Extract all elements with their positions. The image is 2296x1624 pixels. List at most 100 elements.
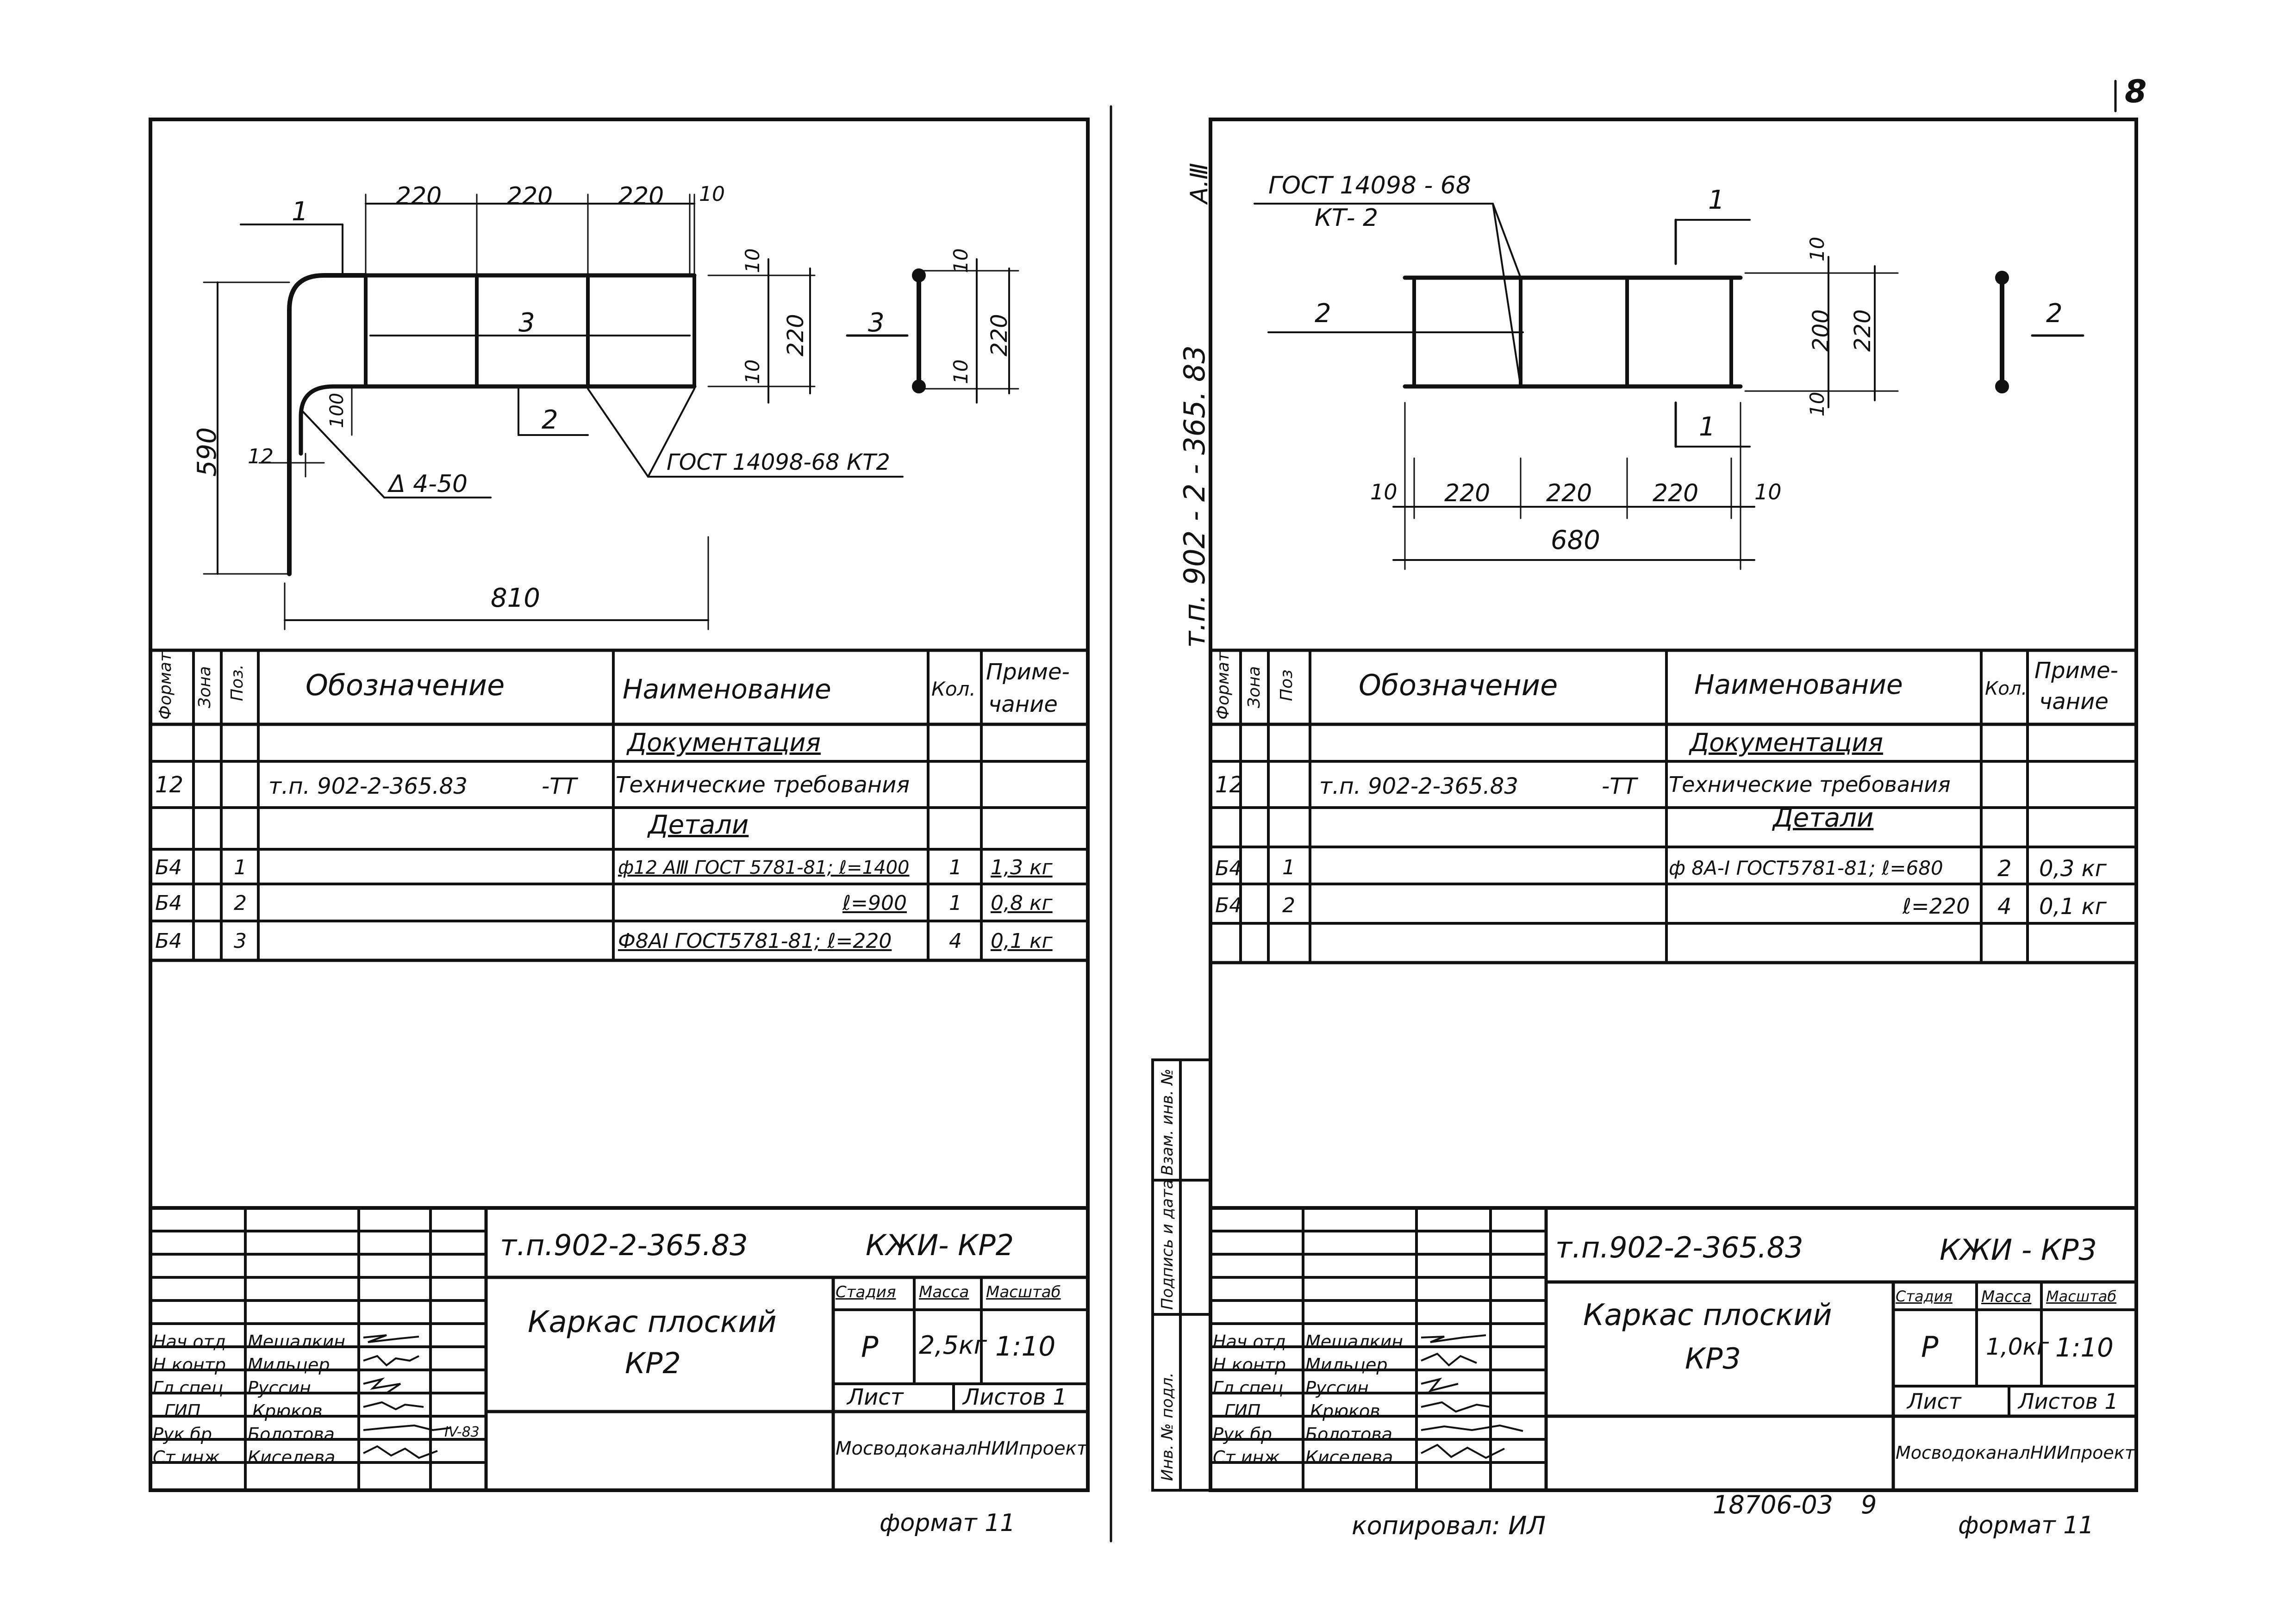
tb-title-2: КР2	[625, 1346, 681, 1380]
tb-role-6: Ст.инж.	[1213, 1447, 1285, 1468]
tb-role-2: Н.контр.	[1213, 1355, 1292, 1375]
row-1-format: 12	[1215, 772, 1244, 798]
row-1-designation: т.п. 902-2-365.83	[268, 773, 468, 799]
tb-org: МосводоканалНИИпроект	[836, 1438, 1088, 1459]
section-parts: Детали	[1773, 803, 1874, 833]
col-designation: Обозначение	[306, 668, 505, 702]
tb-sheets-label: Листов 1	[2018, 1389, 2118, 1414]
tb-code: т.п.902-2-365.83	[1555, 1231, 1803, 1264]
row-4-name: Ф8АI ГОСТ5781-81; ℓ=220	[618, 929, 892, 953]
page-number: 8	[2125, 74, 2147, 110]
pos-label-1-bottom: 1	[1699, 412, 1716, 442]
dim-bottom-220a: 220	[1444, 479, 1491, 507]
tb-name-4: Крюков	[252, 1401, 323, 1421]
row-4-format: Б4	[155, 929, 182, 953]
tb-sheet-label: Лист	[847, 1384, 904, 1410]
col-qty: Кол.	[931, 678, 976, 700]
tb-role-6: Ст.инж.	[153, 1447, 225, 1468]
row-3-note: 0,8 кг	[991, 891, 1053, 915]
weld-standard: ГОСТ 14098-68 КТ2	[667, 449, 890, 475]
tb-role-3: Гл.спец.	[153, 1378, 229, 1398]
dim-right-10a: 10	[1806, 236, 1828, 261]
row-3-note: 0,1 кг	[2039, 894, 2107, 920]
row-3-name: ℓ=900	[842, 891, 907, 915]
dim-100: 100	[326, 392, 348, 428]
weld-symbol: Δ 4-50	[389, 470, 468, 498]
stamp-inv: Инв. № подл.	[1158, 1372, 1177, 1481]
row-3-qty: 1	[949, 891, 962, 915]
dim-right-10b: 10	[741, 359, 764, 384]
tb-sheet-label: Лист	[1907, 1389, 1961, 1414]
tb-name-2: Мильцер	[1305, 1355, 1388, 1375]
row-3-format: Б4	[155, 891, 182, 915]
stamp-sign: Подпись и дата	[1158, 1179, 1177, 1310]
col-note-1: Приме-	[986, 659, 1070, 685]
section-documentation: Документация	[627, 728, 821, 757]
row-4-qty: 4	[949, 929, 962, 953]
dim-right-200: 200	[1808, 309, 1834, 352]
col-name: Наименование	[1694, 669, 1903, 700]
col-format: Формат	[1214, 652, 1233, 720]
tb-role-4: ГИП	[164, 1401, 201, 1421]
section-documentation: Документация	[1690, 728, 1883, 757]
tb-name-6: Киселева	[248, 1447, 336, 1468]
dim-top-3: 220	[618, 182, 664, 210]
row-2-pos: 1	[1282, 856, 1295, 879]
dim-bottom-220b: 220	[1546, 479, 1592, 507]
tb-name-3: Руссин	[248, 1378, 311, 1398]
dim-top-1: 220	[396, 182, 442, 210]
row-3-pos: 2	[1282, 894, 1295, 917]
col-designation: Обозначение	[1359, 668, 1558, 702]
row-4-note: 0,1 кг	[991, 929, 1053, 953]
section-label-3: 3	[868, 308, 885, 338]
pos-label-1-top: 1	[1708, 185, 1725, 215]
col-zone: Зона	[195, 666, 214, 708]
tb-name-6: Киселева	[1305, 1447, 1393, 1468]
tb-mass: 2,5кг	[919, 1331, 987, 1360]
album-label: А.Ⅲ	[1185, 163, 1213, 204]
weld-standard-1: ГОСТ 14098 - 68	[1268, 172, 1471, 199]
signatures	[363, 1334, 452, 1459]
tb-name-5: Болотова	[1305, 1424, 1392, 1444]
pos-label-3: 3	[518, 308, 535, 338]
col-name: Наименование	[623, 673, 831, 705]
tb-name-5: Болотова	[248, 1424, 335, 1444]
row-3-name: ℓ=220	[1903, 894, 1970, 919]
pos-label-2: 2	[542, 405, 558, 435]
dim-top-2: 220	[507, 182, 553, 210]
row-2-name: ф 8А-I ГОСТ5781-81; ℓ=680	[1669, 857, 1943, 879]
section-dim-220: 220	[986, 314, 1012, 356]
copied-by: копировал: ИЛ	[1352, 1511, 1546, 1540]
tb-mass-label: Масса	[919, 1283, 969, 1301]
col-pos: Поз.	[228, 664, 247, 701]
row-2-pos: 1	[234, 856, 247, 879]
section-parts: Детали	[648, 810, 749, 840]
row-1-name: Технические требования	[616, 772, 910, 798]
tb-name-1: Мешалкин	[1305, 1332, 1404, 1352]
dim-bottom-220c: 220	[1653, 479, 1699, 507]
row-2-name: ф12 АⅢ ГОСТ 5781-81; ℓ=1400	[618, 857, 910, 878]
col-note-2: чание	[2039, 689, 2109, 715]
tb-stage-label: Стадия	[1896, 1288, 1953, 1305]
tb-role-5: Рук.бр.	[1213, 1424, 1278, 1444]
section-dim-10b: 10	[949, 359, 972, 384]
tb-name-1: Мешалкин	[248, 1332, 346, 1352]
tb-stage: Р	[1921, 1330, 1939, 1364]
left-format-note: формат 11	[880, 1509, 1016, 1537]
signatures	[1421, 1334, 1523, 1459]
dim-total-680: 680	[1551, 525, 1600, 555]
col-zone: Зона	[1245, 666, 1264, 708]
doc-number: 18706-03	[1713, 1490, 1833, 1519]
side-code: т.п. 902 - 2 - 365. 83	[1178, 345, 1211, 648]
tb-scale: 1:10	[2055, 1333, 2114, 1363]
row-3-pos: 2	[234, 891, 247, 915]
weld-standard-2: КТ- 2	[1315, 204, 1379, 232]
tb-role-1: Нач.отд.	[153, 1332, 232, 1352]
tb-name-3: Руссин	[1305, 1378, 1369, 1398]
tb-role-1: Нач.отд.	[1213, 1332, 1292, 1352]
section-label-2: 2	[2046, 299, 2063, 329]
row-1-suffix: -ТТ	[1602, 773, 1637, 799]
stamp-replace: Взам. инв. №	[1158, 1069, 1177, 1176]
